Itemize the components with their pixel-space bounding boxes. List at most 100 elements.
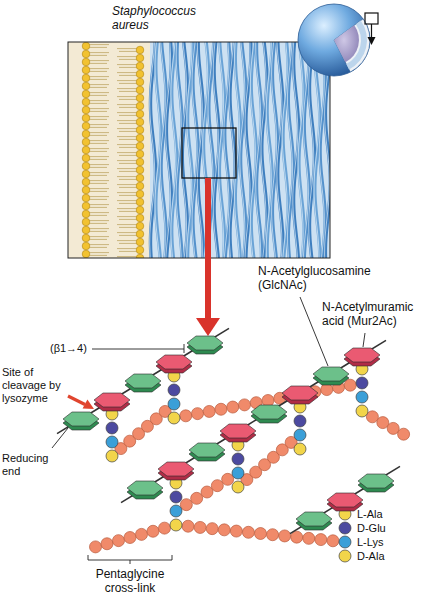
ring-face	[251, 405, 287, 419]
lipid-tail	[119, 187, 137, 188]
glycine-residue	[327, 535, 339, 547]
lipid-head	[136, 54, 144, 62]
lipid-head	[136, 206, 144, 214]
lipid-head	[136, 230, 144, 238]
peptidoglycan-structure	[57, 328, 410, 562]
glycine-residue	[203, 405, 215, 417]
amino-acid-residue	[168, 384, 180, 396]
amino-acid-residue	[356, 377, 368, 389]
cleavage-arrowhead	[83, 399, 94, 409]
ring-face	[313, 367, 349, 381]
fiber-highlight	[240, 42, 245, 258]
ring-face	[127, 481, 163, 495]
lipid-tail	[89, 68, 109, 69]
lipid-tail	[119, 99, 137, 100]
lipid-tail	[117, 80, 137, 81]
lipid-head	[136, 214, 144, 222]
murnac-ring	[156, 355, 192, 373]
lipid-tail	[89, 79, 107, 80]
zoom-arrowhead	[196, 318, 220, 336]
sugar-label: N-Acetylglucosamine (GlcNAc)	[258, 264, 390, 292]
lipid-tail	[89, 44, 109, 45]
glycine-residue	[227, 401, 239, 413]
glcnac-ring	[127, 481, 163, 499]
glycine-residue	[101, 538, 113, 550]
lipid-tail	[119, 107, 137, 108]
lipid-tail	[89, 95, 107, 96]
lipid-tail	[89, 135, 107, 136]
lipid-tail	[89, 188, 109, 189]
fiber-highlight	[314, 42, 319, 258]
lipid-tail	[89, 172, 109, 173]
lipid-tail	[89, 55, 107, 56]
fiber-highlight	[224, 42, 229, 258]
lipid-head	[136, 78, 144, 86]
lipid-head	[136, 126, 144, 134]
murnac-ring	[220, 424, 256, 442]
lipid-tail	[89, 87, 107, 88]
lipid-tail	[119, 211, 137, 212]
organism-name: Staphylococcus aureus	[112, 4, 208, 32]
lipid-tail	[89, 156, 109, 157]
lipid-tail	[89, 119, 107, 120]
glycine-residue	[191, 492, 203, 504]
fiber-highlight	[250, 42, 255, 258]
lipid-tail	[89, 215, 107, 216]
glycine-residue	[90, 541, 102, 553]
lipid-head	[82, 114, 90, 122]
lipid-head	[136, 158, 144, 166]
residue-label: D-Ala	[357, 549, 419, 563]
lipid-tail	[89, 63, 107, 64]
cytoplasm	[334, 25, 359, 62]
amino-acid-residue	[106, 450, 118, 462]
amino-acid-residue	[339, 536, 351, 548]
glycine-residue	[377, 417, 389, 429]
glycine-residue	[230, 525, 242, 537]
lipid-tail	[89, 148, 109, 149]
amino-acid-residue	[356, 405, 368, 417]
cut-face	[334, 19, 370, 72]
peptidoglycan-fiber	[156, 42, 161, 258]
ring-face	[358, 474, 394, 488]
amino-acid-residue	[294, 443, 306, 455]
lipid-tail	[89, 252, 109, 253]
fiber-highlight	[155, 42, 160, 258]
lipid-tail	[119, 59, 137, 60]
fiber-highlight	[303, 42, 308, 258]
glycine-residue	[344, 379, 356, 391]
lipid-tail	[89, 183, 107, 184]
lipid-tail	[89, 140, 109, 141]
murnac-ring	[94, 393, 130, 411]
lipid-tail	[117, 136, 137, 137]
lipid-tail	[117, 72, 137, 73]
lipid-head	[136, 222, 144, 230]
glycine-residue	[255, 528, 267, 540]
lipid-head	[82, 82, 90, 90]
glycine-residue	[201, 486, 213, 498]
lipid-tail	[117, 104, 137, 105]
glycine-residue	[124, 532, 136, 544]
lipid-head	[82, 210, 90, 218]
leader-line	[52, 428, 68, 448]
zoom-pointer	[371, 24, 372, 38]
lipid-head	[82, 186, 90, 194]
peptidoglycan-fiber	[309, 42, 314, 258]
ring-face	[220, 424, 256, 438]
lipid-tail	[89, 92, 109, 93]
lipid-tail	[89, 223, 107, 224]
fiber-highlight	[266, 42, 271, 258]
amino-acid-residue	[232, 481, 244, 493]
glycine-residue	[239, 399, 251, 411]
lipid-head	[82, 162, 90, 170]
lipid-tail	[89, 239, 107, 240]
lipid-tail	[89, 116, 109, 117]
fiber-highlight	[197, 42, 202, 258]
peptidoglycan-fiber	[251, 42, 256, 258]
chain-end-label: Reducing end	[2, 452, 58, 478]
lipid-tail	[89, 255, 107, 256]
fiber-highlight	[219, 42, 224, 258]
fiber-highlight	[187, 42, 192, 258]
lipid-head	[136, 118, 144, 126]
bracket-tick	[184, 344, 185, 353]
lipid-head	[136, 174, 144, 182]
